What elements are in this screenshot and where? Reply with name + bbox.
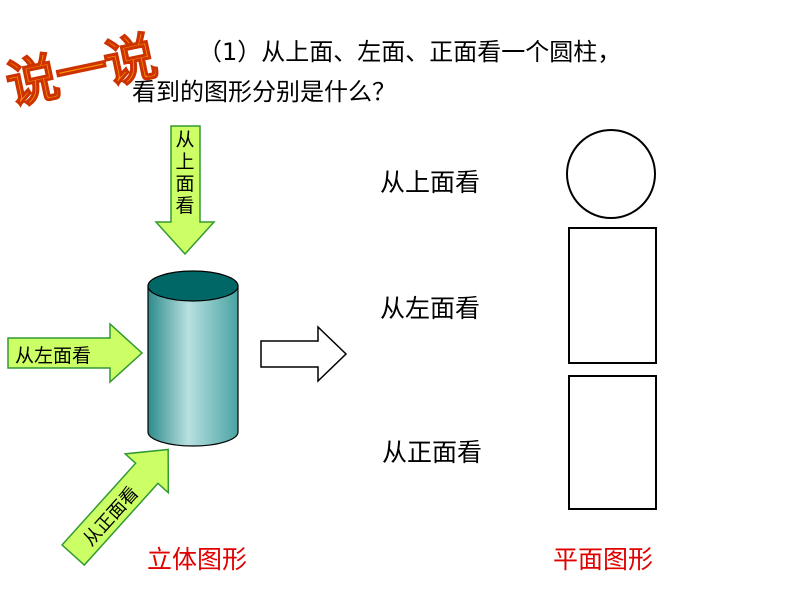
view-label-left: 从左面看 — [380, 294, 481, 323]
top-view-circle — [566, 129, 656, 219]
title-wordart: 说一说 — [0, 25, 162, 118]
arrow-shape — [154, 125, 216, 256]
hollow-right-arrow — [260, 325, 348, 383]
arrow-top-char-1: 从 — [175, 129, 194, 151]
front-view-rectangle — [568, 375, 657, 510]
view-label-front: 从正面看 — [382, 438, 483, 467]
left-view-rectangle — [568, 227, 657, 364]
arrow-from-top: 从 上 面 看 — [154, 125, 216, 256]
cylinder-top — [147, 270, 239, 302]
view-label-top: 从上面看 — [380, 168, 481, 197]
cylinder — [147, 270, 239, 447]
arrow-left-label: 从左面看 — [15, 345, 91, 367]
arrow-top-char-3: 面 — [175, 173, 194, 195]
arrow-top-char-2: 上 — [175, 151, 194, 173]
question-line-1: （1）从上面、左面、正面看一个圆柱， — [198, 38, 622, 66]
arrow-shape — [60, 448, 170, 567]
arrow-top-char-4: 看 — [175, 195, 194, 217]
cylinder-body — [147, 285, 239, 447]
arrow-shape — [7, 322, 144, 384]
arrow-from-left: 从左面看 — [7, 322, 144, 384]
caption-solid-figure: 立体图形 — [147, 545, 248, 574]
question-line-2: 看到的图形分别是什么？ — [132, 78, 396, 106]
caption-plane-figure: 平面图形 — [553, 545, 654, 574]
